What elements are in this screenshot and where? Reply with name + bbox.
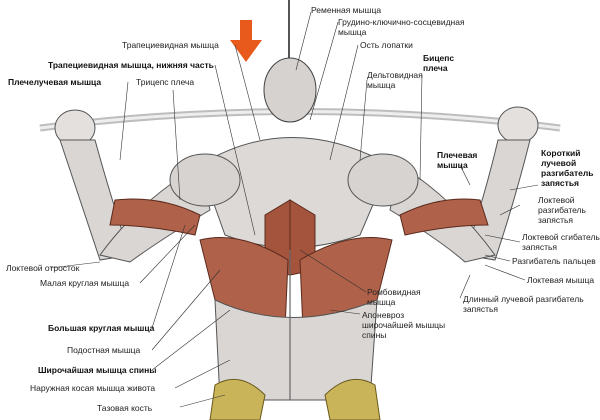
left-teres-major [109, 198, 201, 236]
label-uln-ext-2: разгибатель [538, 205, 586, 215]
label-long-ext-2: запястья [463, 304, 499, 314]
label-aponeurosis-3: спины [362, 330, 387, 340]
down-arrow-icon [230, 20, 262, 62]
label-short-ext-3: разгибатель [541, 168, 594, 178]
label-deltoid: Дельтовидная [367, 70, 423, 80]
label-trap-lower: Трапециевидная мышца, нижняя часть [48, 60, 214, 70]
label-rhomboid-2: мышца [367, 297, 396, 307]
label-grudino-2: мышца [338, 27, 367, 37]
label-rhomboid: Ромбовидная [367, 287, 421, 297]
label-uln-ext-3: запястья [538, 215, 574, 225]
label-uln-ext: Локтевой [538, 195, 575, 205]
label-plechevaya: Плечевая [437, 150, 478, 160]
label-pelvis: Тазовая кость [97, 403, 153, 413]
label-teres-minor: Малая круглая мышца [40, 278, 130, 288]
label-long-ext: Длинный лучевой разгибатель [463, 294, 584, 304]
label-deltoid-2: мышца [367, 80, 396, 90]
label-uln-flex-2: запястья [522, 242, 558, 252]
right-teres-major [399, 198, 489, 236]
label-short-ext-2: лучевой [541, 158, 577, 168]
label-plechelu: Плечелучевая мышца [8, 77, 102, 87]
label-remennaya: Ременная мышца [311, 5, 382, 15]
right-deltoid [347, 153, 419, 207]
lower-back [214, 299, 378, 401]
label-olecranon: Локтевой отросток [6, 263, 80, 273]
label-grudino: Грудино-ключично-сосцевидная [338, 17, 465, 27]
left-deltoid [169, 153, 241, 207]
label-oblique: Наружная косая мышца живота [30, 383, 156, 393]
label-ulnar-muscle: Локтевая мышца [527, 275, 595, 285]
label-finger-ext: Разгибатель пальцев [512, 256, 596, 266]
label-uln-flex: Локтевой сгибатель [522, 232, 600, 242]
label-teres-major: Большая круглая мышца [48, 323, 155, 333]
label-biceps: Бицепс [423, 53, 455, 63]
right-hand [497, 106, 539, 144]
label-short-ext-4: запястья [541, 178, 580, 188]
label-aponeurosis-2: широчайшей мышцы [362, 320, 446, 330]
label-ost-lopatki: Ость лопатки [360, 40, 413, 50]
left-pelvis [209, 378, 266, 420]
label-aponeurosis: Апоневроз [362, 310, 405, 320]
right-pelvis [324, 378, 381, 420]
head [263, 57, 317, 123]
label-infraspinatus: Подостная мышца [67, 345, 141, 355]
label-lats: Широчайшая мышца спины [38, 365, 157, 375]
label-plechevaya-2: мышца [437, 160, 468, 170]
label-trapeciya: Трапециевидная мышца [122, 40, 219, 50]
label-biceps-2: плеча [423, 63, 448, 73]
leader-lines [49, 11, 539, 408]
label-short-ext: Короткий [541, 148, 581, 158]
label-triceps: Трицепс плеча [136, 77, 195, 87]
